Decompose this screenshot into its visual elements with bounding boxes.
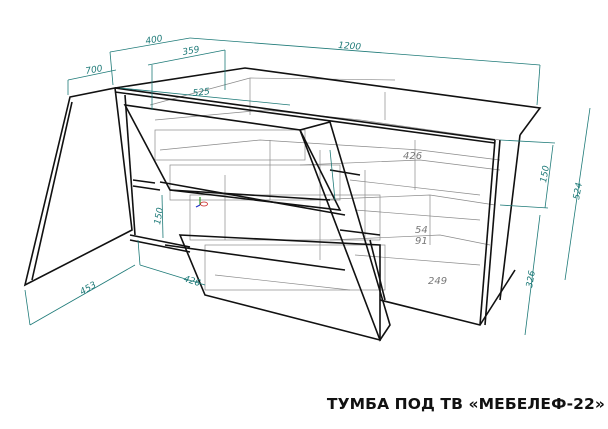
label-lower-compartment: 249: [428, 276, 447, 287]
label-middle-drawer-a: 54: [415, 225, 428, 236]
outline: [23, 67, 542, 342]
dim-depth: 400: [145, 34, 164, 47]
dim-upper-height: 150: [539, 165, 552, 184]
dim-left-door-bottom: 453: [79, 280, 99, 297]
label-middle-drawer-b: 91: [415, 236, 428, 247]
label-upper-drawer: 426: [403, 151, 422, 162]
dim-inner-depth: 359: [182, 45, 201, 58]
dim-door-width: 700: [85, 64, 104, 77]
dim-total-height: 524: [572, 182, 585, 201]
dim-lower-height: 326: [525, 270, 538, 289]
hidden-lines: [149, 77, 501, 291]
drawing-title: ТУМБА ПОД ТВ «МЕБЕЛЕФ-22»: [326, 395, 605, 413]
dimension-lines: [24, 37, 591, 336]
axis-gizmo-icon: [195, 197, 208, 208]
dim-shelf-gap: 150: [153, 207, 166, 226]
dim-shelf-width: 525: [192, 87, 210, 99]
dim-overall-width: 1200: [338, 41, 362, 53]
dim-left-base-depth: 426: [182, 274, 202, 289]
